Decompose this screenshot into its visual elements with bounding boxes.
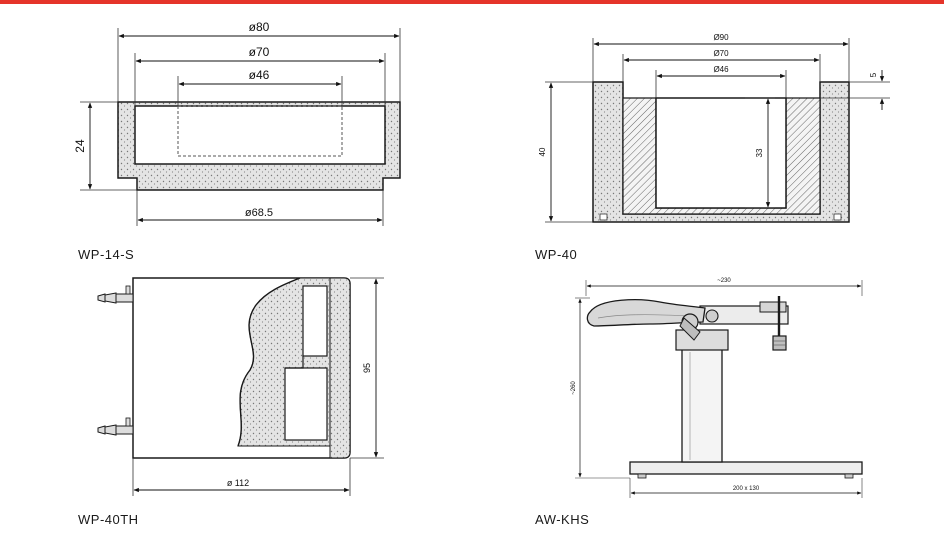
wp14s-dim-height: 24: [73, 139, 87, 153]
label-wp-40th: WP-40TH: [78, 512, 139, 527]
wp40-dim-lip: 5: [869, 72, 878, 77]
wp14s-dim-cavity: ø46: [249, 68, 270, 82]
awkhs-dim-base: 200 x 130: [733, 486, 760, 492]
accent-bar: [0, 0, 944, 4]
wp40-dim-cavity: Ø46: [713, 65, 729, 74]
drawing-wp-40th: ø 112 95: [97, 277, 384, 496]
wp14s-dim-base: ø68.5: [245, 207, 273, 219]
wp40-dim-depth: 33: [755, 148, 764, 157]
drawing-wp-14-s: ø80 ø70 ø46 ø68.5 24: [73, 20, 401, 226]
outlet-barb-bottom: [97, 417, 134, 436]
wp14s-dim-outer: ø80: [249, 20, 270, 34]
wp40th-dim-width: ø 112: [227, 478, 249, 488]
label-wp-40: WP-40: [535, 247, 578, 262]
wp14s-dim-inner: ø70: [249, 45, 270, 59]
drawing-aw-khs: ~230 ~260 200 x 130: [571, 278, 863, 498]
wp40-dim-inner: Ø70: [713, 49, 729, 58]
wp40th-dim-height: 95: [362, 363, 372, 373]
label-wp-14-s: WP-14-S: [78, 247, 135, 262]
drawing-wp-40: Ø90 Ø70 Ø46 40 33 5: [538, 33, 890, 223]
inlet-barb-top: [97, 285, 134, 304]
label-aw-khs: AW-KHS: [535, 512, 590, 527]
awkhs-dim-height: ~260: [571, 381, 577, 395]
wp40-dim-height: 40: [538, 147, 547, 156]
wp40-dim-outer: Ø90: [713, 33, 729, 42]
awkhs-dim-width: ~230: [717, 278, 731, 284]
